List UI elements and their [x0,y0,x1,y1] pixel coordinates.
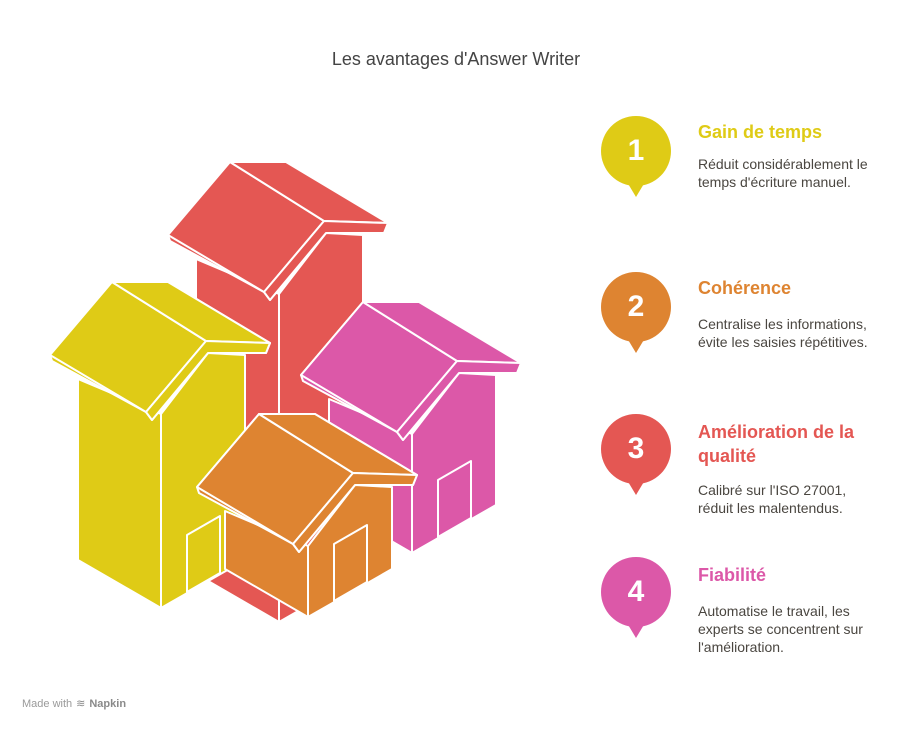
orange-house-door [333,524,368,602]
item-number: 1 [627,134,645,167]
item-number: 3 [627,432,645,465]
number-pin-icon [600,557,672,641]
page-title: Les avantages d'Answer Writer [331,49,581,69]
yellow-house-door [186,515,221,593]
item-number: 4 [627,575,645,608]
item-heading: Amélioration de la qualité [698,422,855,466]
napkin-credit: Made with ≋ Napkin [22,697,127,711]
pink-house-roof-fascia [396,360,522,441]
item-heading: Cohérence [698,278,792,298]
napkin-brand: Napkin [89,697,127,710]
item-description: Automatise le travail, les experts se co… [698,603,863,655]
item-heading: Gain de temps [698,122,823,142]
item-number: 2 [627,290,645,323]
number-pin-icon [600,116,672,200]
red-house-roof-fascia [263,220,389,301]
number-pin-icon [600,272,672,356]
orange-house-roof-fascia [292,472,418,553]
item-heading: Fiabilité [698,565,767,585]
yellow-house-roof-fascia [145,340,271,421]
pink-house-door [437,460,472,538]
item-description: Réduit considérablement le temps d'écrit… [698,156,868,190]
made-with-label: Made with [22,697,73,710]
item-description: Centralise les informations, évite les s… [698,316,868,350]
napkin-logo-icon: ≋ [76,698,86,710]
item-description: Calibré sur l'ISO 27001, réduit les male… [698,482,847,516]
number-pin-icon [600,414,672,498]
